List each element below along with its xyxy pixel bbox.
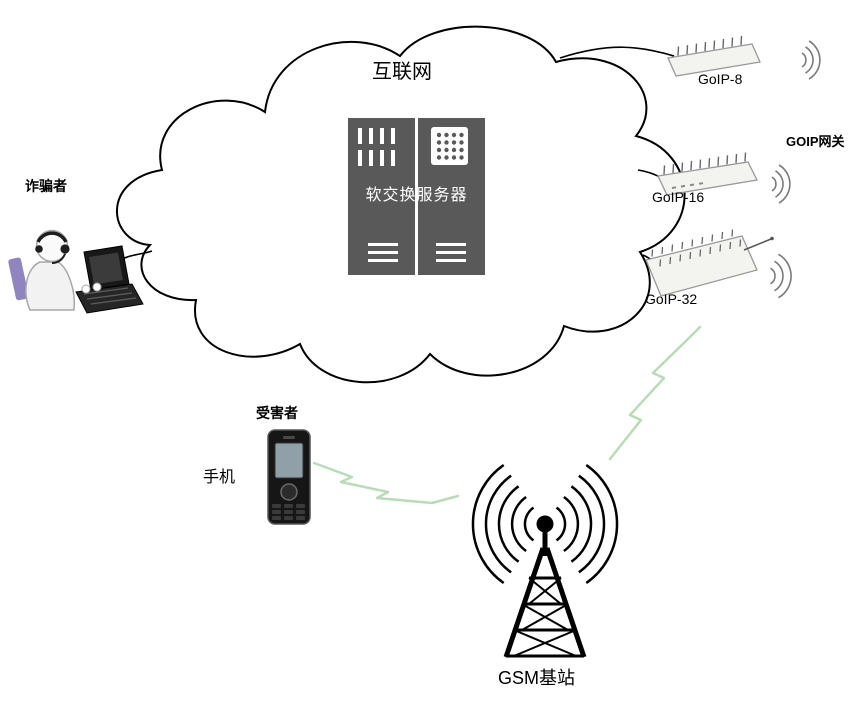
goip-32-device [645,229,774,297]
goip32-antenna-tip [770,236,774,241]
tower-top [536,515,554,533]
wifi-arc [775,170,784,198]
headset-band-icon [36,231,68,243]
headset-earpiece-icon [60,244,70,254]
wifi-waves-goip32 [770,253,792,299]
phone-label: 手机 [203,469,236,486]
fraudster-body [25,261,76,311]
phone-keypad [272,504,305,520]
wifi-arc [805,46,814,74]
goip-16-device [657,152,758,196]
purple-accent [8,257,29,301]
headset-mic-icon [51,253,66,264]
gsm-base-station [471,463,619,658]
goip8-body [667,43,761,77]
softswitch-server-label: 软交换服务器 [365,187,468,204]
wifi-arc [801,52,807,68]
lightning-tower-goip32 [608,325,702,461]
wifi-arc [808,40,821,80]
wifi-waves-goip16 [771,164,791,204]
phone-speaker [283,436,295,439]
phone-screen [274,442,304,479]
hand-left [81,284,91,294]
goip32-antenna-grid2-icon [659,239,742,267]
wifi-arc [778,164,791,204]
goip16-ports [671,182,704,189]
lightning-links [312,325,702,505]
server-dot-grid [436,132,464,160]
goip32-body [645,235,758,297]
goip16-label: GoIP-16 [652,189,705,205]
hand-right [92,282,102,292]
wifi-arc [774,260,784,292]
wifi-arc [771,176,777,192]
goip-gateway-label: GOIP网关 [786,134,845,149]
laptop-base [75,283,144,314]
gsm-station-label: GSM基站 [498,668,576,688]
wifi-arc [778,253,792,299]
wifi-waves-goip8 [801,40,821,80]
goip32-label: GoIP-32 [645,291,698,307]
lightning-phone-tower [312,461,460,505]
victim-label: 受害者 [256,405,298,421]
laptop-keys [83,287,137,305]
line-cloud-goip8 [559,46,675,59]
goip8-label: GoIP-8 [698,71,743,87]
mobile-phone [267,429,311,525]
goip32-antenna-grid-icon [651,229,734,257]
wifi-arc [770,267,776,285]
softswitch-server [348,118,485,275]
goip16-antennas-icon [663,152,747,175]
headset-earpiece2-icon [35,245,43,253]
goip8-antennas-icon [677,35,743,56]
goip-8-device [667,35,761,77]
fraudster-figure [8,229,144,314]
goip32-long-antenna-icon [743,238,772,251]
tower-structure [503,532,587,658]
gsm-radio-arcs-icon [471,463,619,585]
laptop-screen-inner [89,252,123,285]
fraudster-label: 诈骗者 [25,178,67,194]
internet-label: 互联网 [372,61,432,83]
phone-nav-button [280,483,298,501]
